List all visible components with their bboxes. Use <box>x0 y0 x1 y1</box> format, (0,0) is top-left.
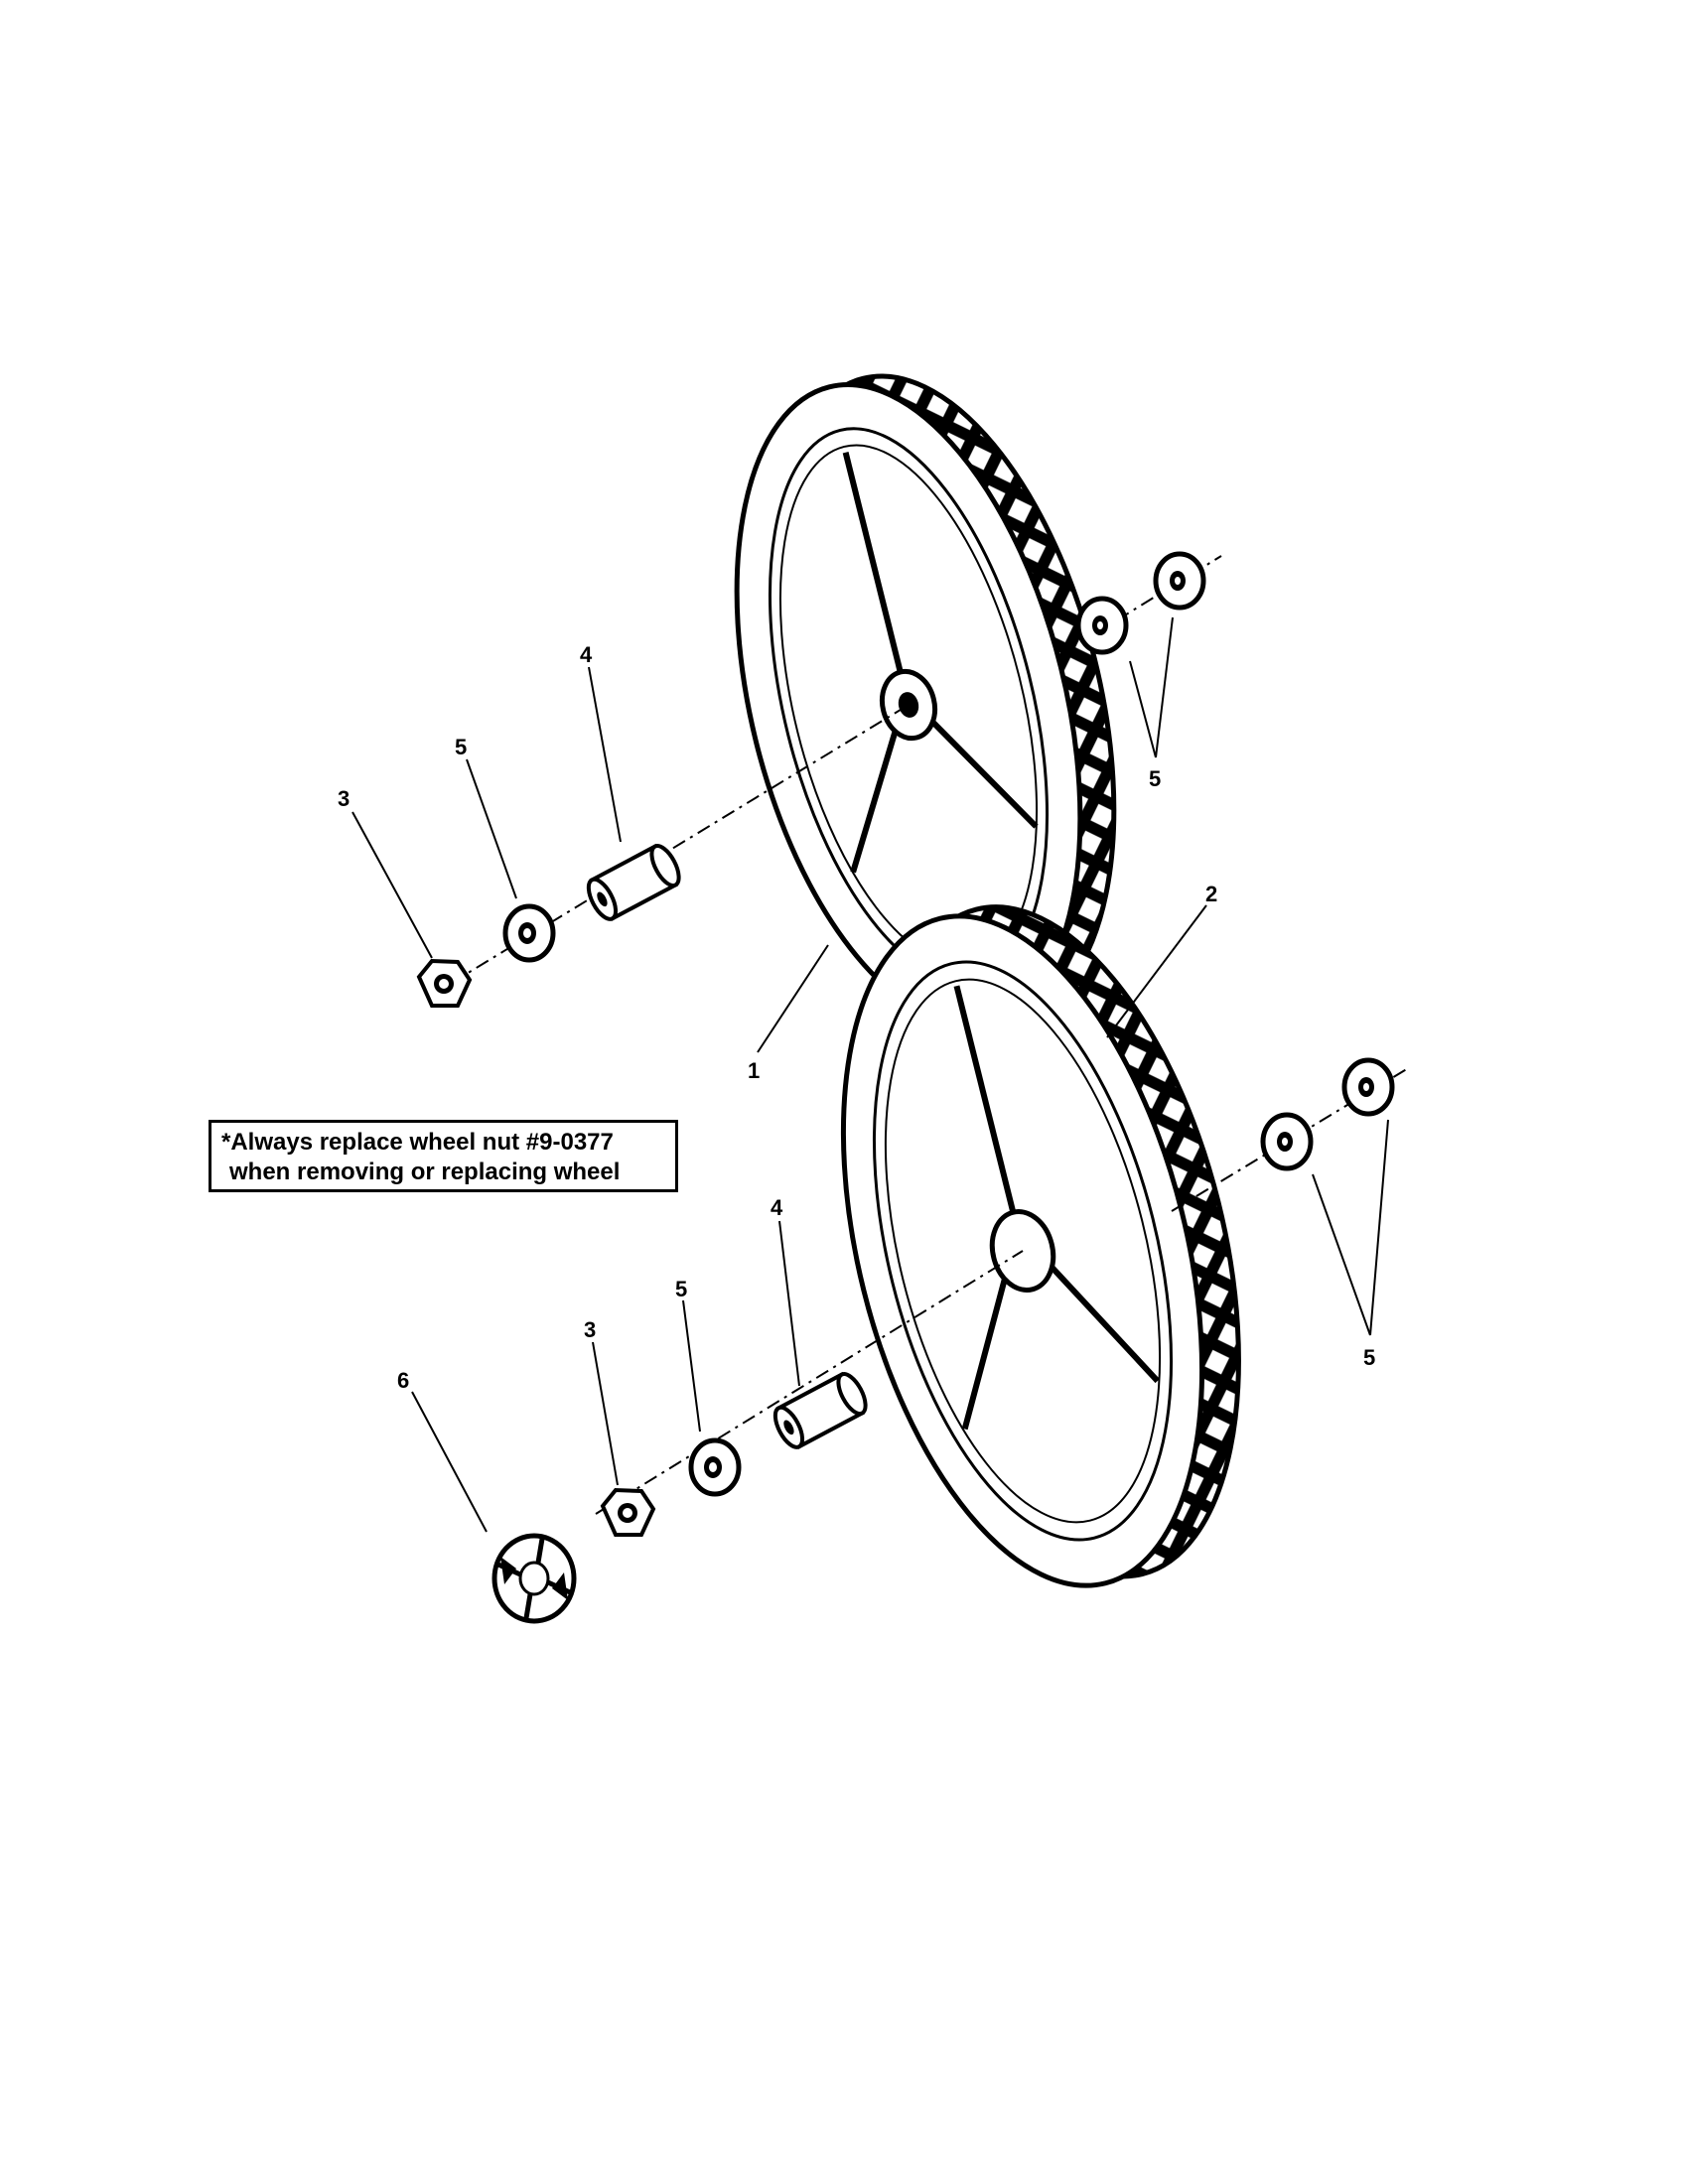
callout-lower-spacer: 4 <box>771 1195 783 1220</box>
lower-hardware <box>491 1057 1395 1624</box>
callout-hub-cap: 6 <box>397 1368 409 1393</box>
upper-washer-left <box>502 903 556 963</box>
callout-upper-washers-right: 5 <box>1149 766 1161 791</box>
lower-hex-nut <box>600 1487 656 1537</box>
upper-spacer <box>586 843 681 921</box>
upper-wheel <box>734 373 1117 1027</box>
callout-upper-nut: 3 <box>338 786 350 811</box>
callout-labels: 3 5 4 5 1 2 4 5 3 6 5 <box>338 642 1375 1393</box>
callout-lower-washer-left: 5 <box>675 1277 687 1301</box>
upper-hardware <box>416 551 1206 1008</box>
lower-washer-left <box>688 1437 742 1497</box>
callout-upper-spacer: 4 <box>580 642 593 667</box>
lower-washer-right-2 <box>1341 1057 1395 1117</box>
callout-lower-nut: 3 <box>584 1317 596 1342</box>
lower-washer-right-1 <box>1260 1112 1314 1171</box>
callout-lower-wheel: 2 <box>1205 882 1217 906</box>
callout-upper-washer-left: 5 <box>455 735 467 759</box>
leader-lines <box>351 616 1389 1533</box>
lower-wheel <box>840 904 1241 1588</box>
callout-lower-washers-right: 5 <box>1363 1345 1375 1370</box>
upper-washer-right-1 <box>1075 596 1129 655</box>
replacement-note: *Always replace wheel nut #9-0377 when r… <box>209 1120 678 1192</box>
hub-cap <box>491 1533 577 1624</box>
upper-washer-right-2 <box>1153 551 1206 611</box>
note-line-1: *Always replace wheel nut #9-0377 <box>221 1129 614 1156</box>
upper-hex-nut <box>416 958 473 1008</box>
lower-spacer <box>772 1371 868 1449</box>
callout-upper-wheel: 1 <box>748 1058 760 1083</box>
note-line-2: when removing or replacing wheel <box>229 1159 621 1185</box>
